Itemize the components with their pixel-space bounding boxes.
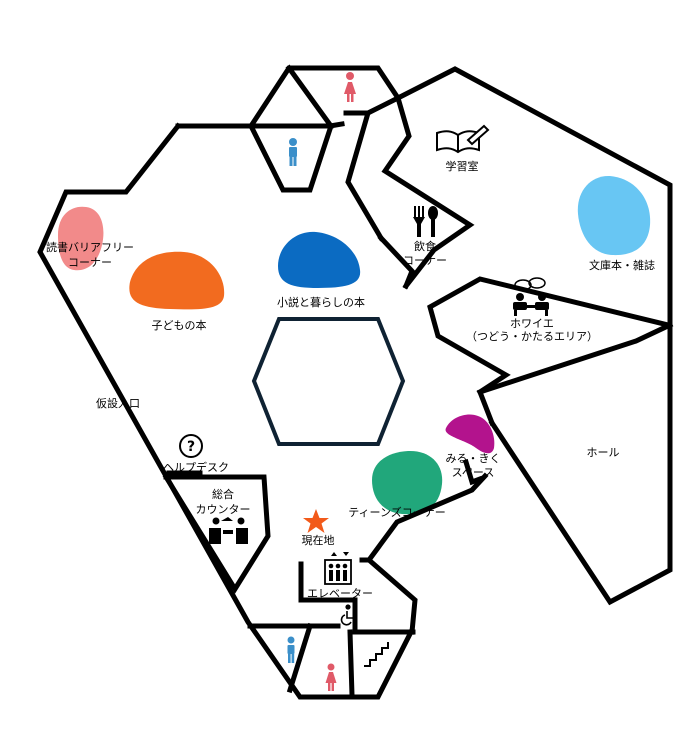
central-hexagon — [251, 317, 406, 446]
toilet-female-icon-bottom — [325, 663, 337, 691]
bunko-magazines-area-blob — [577, 175, 651, 256]
current-location-star-icon — [303, 509, 329, 533]
temp-entrance-label: 仮設入口 — [96, 396, 140, 410]
dining-label-line1: 飲食 — [414, 239, 436, 253]
meeting-people-icon — [513, 277, 549, 316]
toilet-male-icon-bottom — [287, 636, 295, 663]
barrier-free-label-line2: コーナー — [68, 256, 112, 269]
stairs-icon — [364, 642, 389, 667]
fork-spoon-icon — [413, 206, 438, 237]
help-question-glyph: ? — [187, 439, 195, 455]
elevator-icon — [324, 552, 352, 585]
counter-staff-icon — [209, 517, 248, 544]
novels-living-area-blob — [278, 231, 361, 288]
study-room-label: 学習室 — [446, 159, 479, 173]
listen-watch-area-blob — [445, 414, 495, 454]
building-walls — [37, 64, 674, 700]
toilet-male-icon-top — [289, 138, 297, 166]
help-question-icon — [179, 434, 203, 458]
elevator-label: エレベーター — [307, 587, 373, 600]
general-counter-label-line1: 総合 — [212, 487, 234, 501]
foyer-label-line1: ホワイエ — [510, 317, 554, 330]
current-location-label: 現在地 — [302, 534, 335, 547]
barrier-free-label-line1: 読書バリアフリー — [46, 240, 134, 254]
help-desk-label: ヘルプデスク — [163, 460, 229, 474]
listen-watch-label-line2: スペース — [452, 466, 495, 479]
dining-label-line2: コーナー — [403, 254, 447, 267]
teens-corner-area-blob — [372, 450, 443, 515]
toilet-female-icon-top — [344, 72, 356, 102]
barrier-free-area-blob — [58, 206, 104, 271]
wheelchair-icon — [340, 604, 356, 626]
childrens-books-area-blob — [129, 251, 225, 310]
book-pen-icon — [436, 124, 490, 154]
childrens-books-label: 子どもの本 — [152, 318, 207, 332]
foyer-label-line2: （つどう・かたるエリア） — [466, 330, 598, 343]
novels-living-label: 小説と暮らしの本 — [277, 295, 365, 309]
general-counter-label-line2: カウンター — [196, 503, 251, 516]
teens-corner-label: ティーンズコーナー — [348, 505, 446, 519]
bunko-magazines-label: 文庫本・雑誌 — [589, 258, 655, 272]
hall-label: ホール — [587, 446, 620, 459]
listen-watch-label-line1: みる・きく — [446, 452, 501, 465]
